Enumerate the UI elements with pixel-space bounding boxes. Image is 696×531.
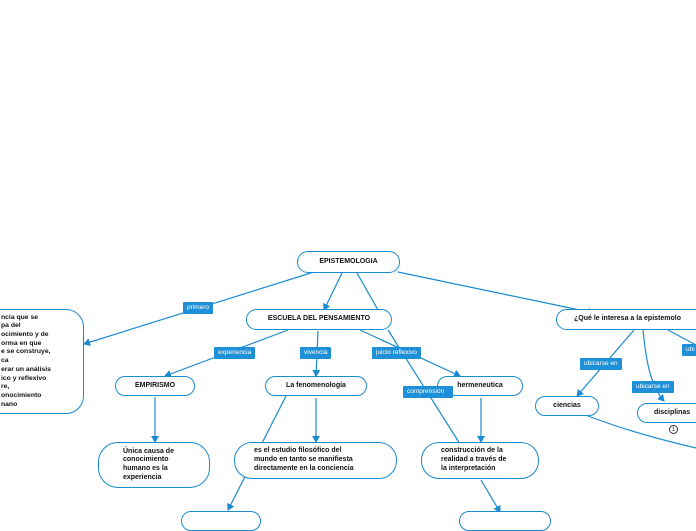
node-disciplinas[interactable]: disciplinas xyxy=(637,403,696,423)
node-definicion-epistemologia[interactable]: ncia que se pa del ocimiento y de orma e… xyxy=(0,309,84,414)
edge-epistemologia-escuela-b xyxy=(356,272,379,311)
tag-ubicarse-derecha: ubi xyxy=(682,344,696,356)
tag-primero: primero xyxy=(183,302,214,314)
tag-vivencia: vivencia xyxy=(300,347,332,359)
edge-epistemologia-interesa xyxy=(397,271,595,316)
count-badge[interactable]: 1 xyxy=(669,425,678,434)
tag-experiencia: experiencia xyxy=(214,347,256,359)
edge-interesa-derecha xyxy=(667,329,696,346)
node-bottom-left[interactable] xyxy=(181,511,261,531)
edge-construccion-abajo xyxy=(480,479,501,513)
edge-epistemologia-escuela xyxy=(323,272,343,311)
tag-comprension: comprensión xyxy=(403,386,453,398)
tag-ubicarse-en-disciplinas: ubicarse en xyxy=(632,381,674,393)
node-fenomenologia[interactable]: La fenomenología xyxy=(265,376,367,396)
edge-interesa-disciplinas xyxy=(642,329,665,402)
node-escuela-del-pensamiento[interactable]: ESCUELA DEL PENSAMIENTO xyxy=(246,309,392,330)
tag-ubicarse-en-ciencias: ubicarse en xyxy=(580,358,622,370)
edge-ciencias-fuera xyxy=(587,415,696,449)
node-unica-causa[interactable]: Única causa de conocimiento humano es la… xyxy=(98,442,210,488)
node-construccion[interactable]: construcción de la realidad a través de … xyxy=(421,442,539,479)
node-epistemologia[interactable]: EPISTEMOLOGIA xyxy=(297,251,400,273)
node-bottom-right[interactable] xyxy=(459,511,551,531)
node-estudio-filosofico[interactable]: es el estudio filosófico del mundo en ta… xyxy=(234,442,397,479)
node-ciencias[interactable]: ciencias xyxy=(535,396,599,416)
node-que-le-interesa[interactable]: ¿Qué le interesa a la epistemolo xyxy=(556,309,696,330)
tag-juicio-reflexivo: juicio reflexivo xyxy=(372,347,421,359)
node-empirismo[interactable]: EMPIRISMO xyxy=(115,376,195,396)
